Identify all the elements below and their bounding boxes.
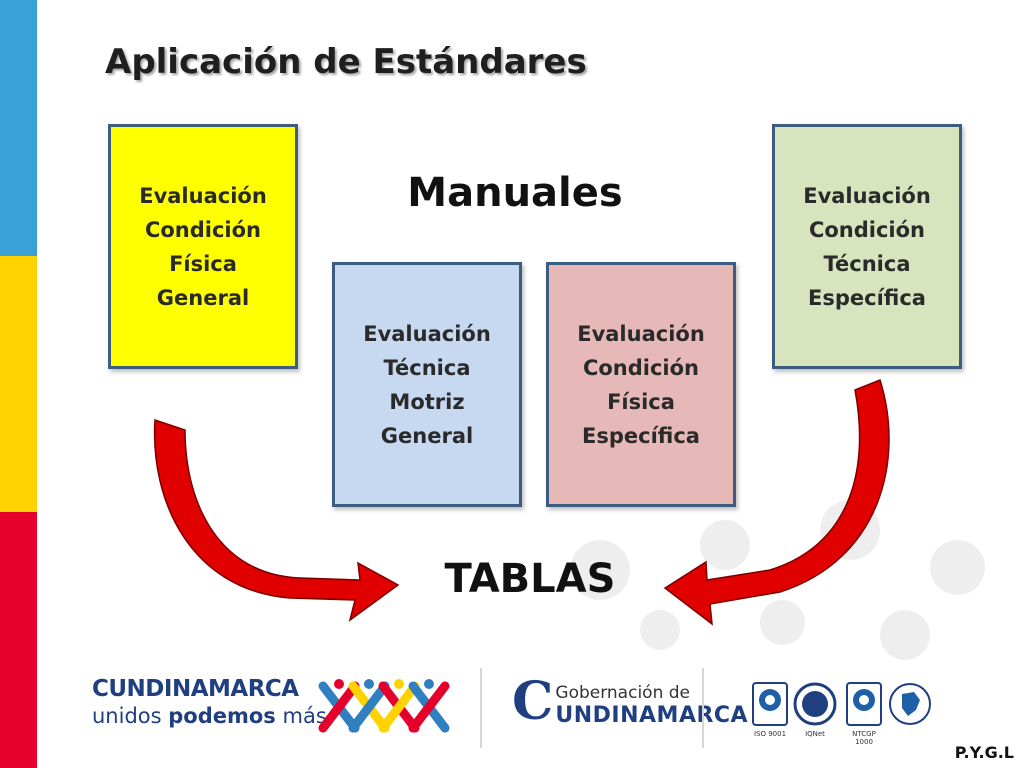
slide-title: Aplicación de Estándares (105, 42, 587, 82)
cundinamarca-emblem-icon (318, 679, 450, 733)
footer-divider (702, 668, 704, 748)
slogan-suffix: más (282, 704, 327, 728)
map-seal-icon (889, 683, 931, 725)
box-label: Evaluación Condición Técnica Específica (803, 183, 931, 310)
author-initials: P.Y.G.L (954, 743, 1014, 762)
iso-9001-seal-icon (752, 682, 788, 726)
cundinamarca-name: CUNDINAMARCA (92, 676, 299, 702)
box-label: Evaluación Condición Física General (139, 183, 267, 310)
slogan-prefix: unidos (92, 704, 162, 728)
slogan-bold: podemos (168, 704, 276, 728)
deco-circle (640, 610, 680, 650)
stripe-red (0, 512, 37, 768)
iqnet-seal-icon (793, 682, 837, 726)
stripe-blue (0, 0, 37, 256)
stripe-yellow (0, 256, 37, 512)
left-curved-arrow (153, 418, 400, 622)
box-condicion-fisica-general: Evaluación Condición Física General (108, 124, 298, 369)
gobernacion-logo: C Gobernación de UNDINAMARCA (512, 671, 748, 732)
box-label: Evaluación Técnica Motriz General (363, 321, 491, 448)
box-label: Evaluación Condición Física Específica (577, 321, 705, 448)
gobernacion-line1: Gobernación de (555, 683, 690, 703)
iqnet-label: IQNet (805, 730, 825, 738)
ntcgp-label: NTCGP 1000 (852, 730, 876, 746)
cundinamarca-slogan: unidos podemos más (92, 704, 327, 728)
right-curved-arrow (663, 379, 890, 626)
ntcgp-1000-seal-icon (846, 682, 882, 726)
deco-circle (760, 600, 805, 645)
box-condicion-tecnica-especifica: Evaluación Condición Técnica Específica (772, 124, 962, 369)
manuales-heading: Manuales (407, 170, 623, 216)
cundinamarca-logo: CUNDINAMARCA unidos podemos más (92, 676, 327, 728)
deco-circle (930, 540, 985, 595)
box-tecnica-motriz-general: Evaluación Técnica Motriz General (332, 262, 522, 507)
deco-circle (570, 540, 630, 600)
footer-divider (480, 668, 482, 748)
iso-9001-label: ISO 9001 (753, 730, 787, 738)
deco-circle (700, 520, 750, 570)
gobernacion-line2: UNDINAMARCA (555, 703, 749, 728)
gobernacion-text: Gobernación de UNDINAMARCA (555, 683, 748, 728)
tablas-heading: TABLAS (444, 556, 616, 602)
gobernacion-initial: C (512, 671, 554, 732)
box-condicion-fisica-especifica: Evaluación Condición Física Específica (546, 262, 736, 507)
deco-circle (880, 610, 930, 660)
